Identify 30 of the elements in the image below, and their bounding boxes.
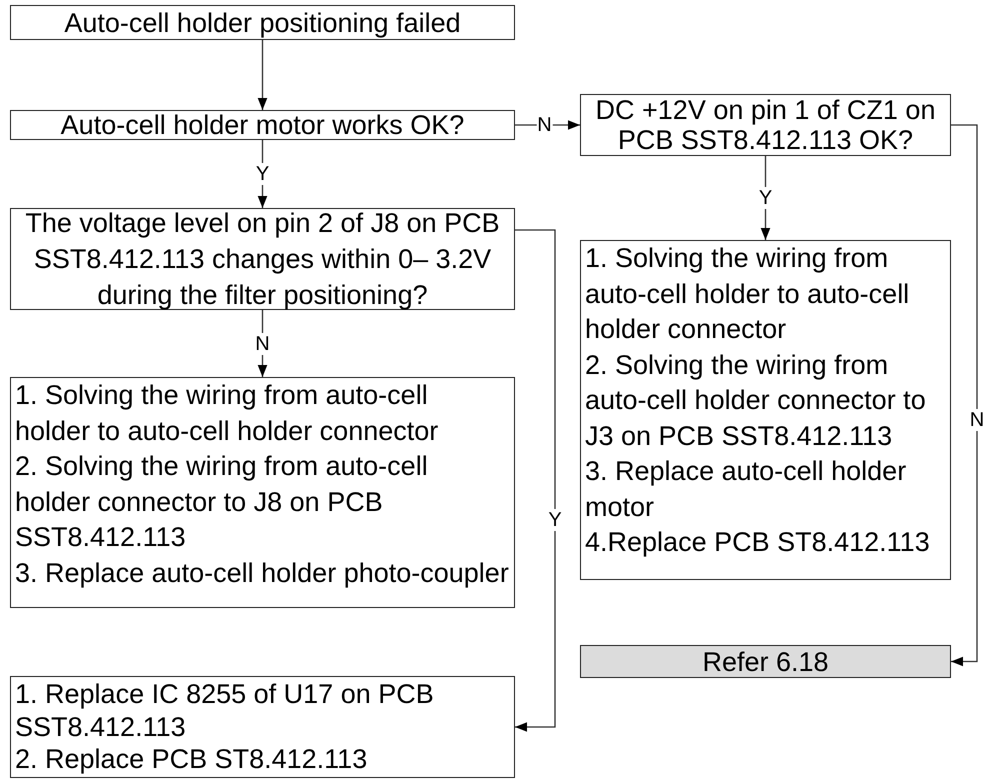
arrow	[258, 40, 268, 110]
list-item-text: 2. Solving the wiring from auto-cell holder connector to J3 on PCB SST8.412.113	[585, 348, 927, 452]
edge-label: Y	[254, 163, 270, 185]
list-item-text: 3. Replace auto-cell holder photo-coupler	[15, 556, 510, 590]
process-box	[10, 5, 515, 40]
list-item-text: 4.Replace PCB ST8.412.113	[585, 526, 931, 559]
arrow	[760, 156, 770, 240]
reference-box	[580, 645, 951, 678]
list-item-text: 3. Replace auto-cell holder motor	[585, 455, 908, 524]
action-box	[580, 240, 951, 580]
node-text: 2. Replace PCB ST8.412.113	[15, 743, 368, 776]
edge-label: Y	[547, 509, 563, 531]
node-text: Auto-cell holder motor works OK?	[60, 110, 466, 140]
action-box	[10, 377, 515, 608]
node-text: The voltage level on pin 2 of J8 on PCB SST8.412.113 changes within 0– 3.2V during the filter positioning?	[24, 207, 501, 312]
node-text: Refer 6.18	[701, 646, 830, 676]
decision-box	[10, 110, 515, 140]
node-text: DC +12V on pin 1 of CZ1 on PCB SST8.412.113 OK?	[594, 95, 936, 155]
edge-label: N	[254, 332, 271, 354]
node-text: Auto-cell holder positioning failed	[63, 8, 462, 38]
node-text: 1. Replace IC 8255 of U17 on PCB SST8.412.113	[15, 678, 435, 743]
edge-label: N	[968, 409, 983, 431]
action-box	[10, 676, 515, 778]
arrow	[951, 124, 978, 666]
arrow	[258, 310, 268, 377]
list-item-text: 2. Solving the wiring from auto-cell holder connector to J8 on PCB SST8.412.113	[15, 450, 429, 554]
edge-label: Y	[758, 187, 774, 209]
list-item-text: 1. Solving the wiring from auto-cell holder to auto-cell holder connector	[15, 379, 440, 448]
list-item-text: 1. Solving the wiring from auto-cell holder to auto-cell holder connector	[585, 242, 910, 346]
arrow	[515, 229, 556, 732]
